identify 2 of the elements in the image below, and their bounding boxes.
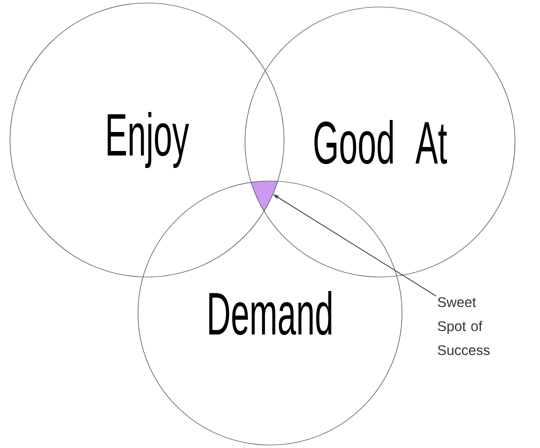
- highlighted-region: [251, 181, 278, 212]
- callout-text: Sweet Spot of Success: [438, 297, 490, 356]
